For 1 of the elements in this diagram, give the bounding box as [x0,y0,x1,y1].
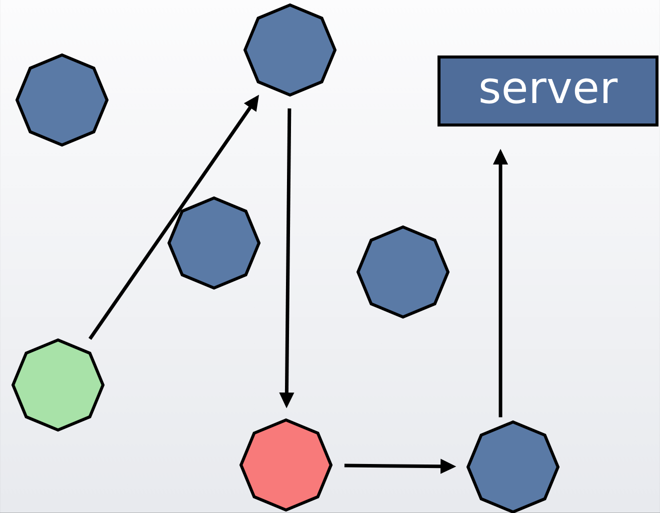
server-box: server [438,56,658,126]
